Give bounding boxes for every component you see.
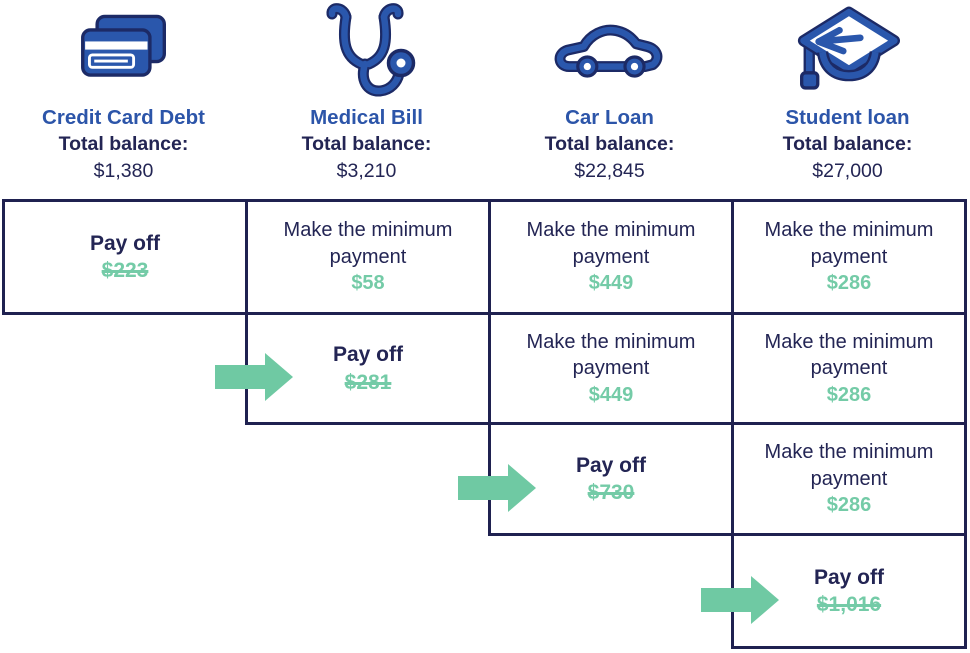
cell-label: Make the minimum payment bbox=[526, 219, 696, 268]
graduation-cap-icon bbox=[796, 0, 900, 104]
cell-amount: $730 bbox=[587, 481, 635, 504]
cell-label: Make the minimum payment bbox=[764, 330, 934, 380]
payoff-cell-student-step4: Pay off $1,016 bbox=[701, 533, 967, 649]
arrow-right-icon bbox=[215, 353, 293, 402]
arrow-right-icon bbox=[458, 463, 536, 512]
minimum-payment-cell-car-step1: Make the minimum payment $449 bbox=[488, 199, 734, 315]
cell-amount: $286 bbox=[826, 494, 872, 517]
cell-label: Pay off bbox=[89, 231, 160, 255]
cell-label: Pay off bbox=[575, 453, 646, 477]
column-header-student: Student loan Total balance: $27,000 bbox=[731, 0, 964, 197]
cell-label: Make the minimum payment bbox=[526, 330, 696, 380]
column-title: Car Loan bbox=[565, 106, 654, 129]
cell-amount: $449 bbox=[588, 272, 634, 295]
minimum-payment-cell-medical-step1: Make the minimum payment $58 bbox=[245, 199, 491, 315]
total-balance-value: $3,210 bbox=[336, 159, 397, 182]
cell-amount: $281 bbox=[344, 370, 392, 394]
column-header-credit-card: Credit Card Debt Total balance: $1,380 bbox=[2, 0, 245, 197]
cell-label: Make the minimum payment bbox=[283, 219, 453, 268]
cell-amount: $1,016 bbox=[816, 593, 882, 616]
minimum-payment-cell-car-step2: Make the minimum payment $449 bbox=[488, 312, 734, 425]
arrow-right-icon bbox=[701, 575, 779, 624]
payoff-cell-car-step3: Pay off $730 bbox=[458, 422, 734, 536]
minimum-payment-cell-student-step1: Make the minimum payment $286 bbox=[731, 199, 967, 315]
column-title: Credit Card Debt bbox=[42, 106, 205, 129]
cell-label: Make the minimum payment bbox=[764, 441, 934, 490]
cell-amount: $58 bbox=[351, 272, 385, 295]
payoff-cell-credit-card-step1: Pay off $223 bbox=[2, 199, 248, 315]
cell-amount: $286 bbox=[826, 272, 872, 295]
column-header-car: Car Loan Total balance: $22,845 bbox=[488, 0, 731, 197]
total-balance-label: Total balance: bbox=[301, 132, 432, 155]
total-balance-label: Total balance: bbox=[544, 132, 675, 155]
column-header-medical: Medical Bill Total balance: $3,210 bbox=[245, 0, 488, 197]
cell-amount: $449 bbox=[588, 383, 634, 406]
payoff-cell-medical-step2: Pay off $281 bbox=[215, 312, 491, 425]
total-balance-label: Total balance: bbox=[58, 132, 189, 155]
debt-column-headers: Credit Card Debt Total balance: $1,380 bbox=[2, 0, 964, 197]
cell-amount: $286 bbox=[826, 383, 872, 406]
total-balance-label: Total balance: bbox=[782, 132, 913, 155]
total-balance-value: $1,380 bbox=[93, 159, 154, 182]
total-balance-value: $27,000 bbox=[812, 159, 883, 182]
cell-label: Pay off bbox=[332, 343, 403, 367]
minimum-payment-cell-student-step2: Make the minimum payment $286 bbox=[731, 312, 967, 425]
column-title: Medical Bill bbox=[310, 106, 423, 129]
credit-card-icon bbox=[76, 0, 172, 104]
car-icon bbox=[551, 0, 669, 104]
total-balance-value: $22,845 bbox=[574, 159, 645, 182]
minimum-payment-cell-student-step3: Make the minimum payment $286 bbox=[731, 422, 967, 536]
cell-label: Make the minimum payment bbox=[764, 219, 934, 268]
stethoscope-icon bbox=[317, 0, 417, 104]
cell-label: Pay off bbox=[813, 565, 884, 589]
cell-amount: $223 bbox=[101, 259, 149, 282]
column-title: Student loan bbox=[785, 106, 910, 129]
